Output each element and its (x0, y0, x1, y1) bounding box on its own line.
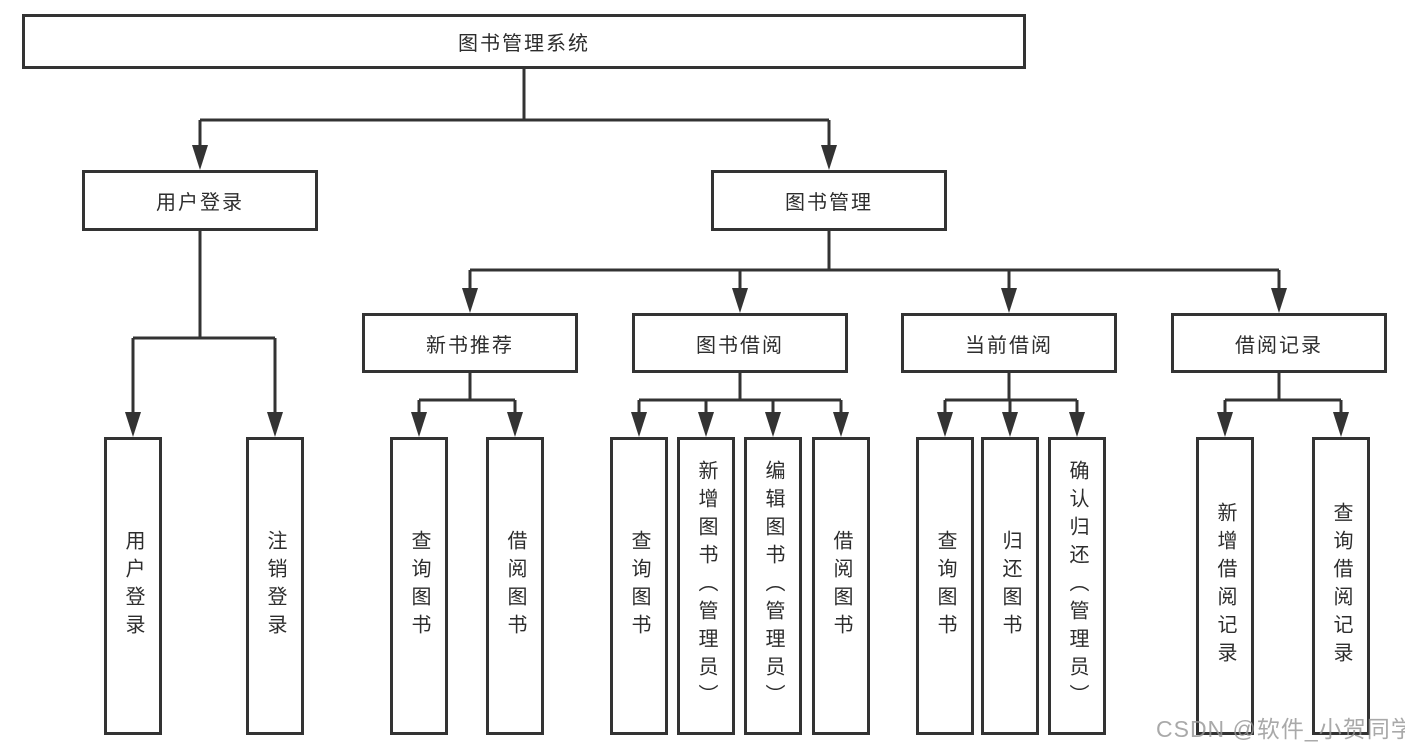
node-label: 图书管理 (785, 192, 873, 214)
node-book-management: 图书管理 (711, 170, 947, 231)
node-label: 确认归还（管理员） (1066, 460, 1088, 712)
node-label: 用户登录 (122, 530, 144, 642)
csdn-watermark: CSDN @软件_小贺同学 (1156, 716, 1405, 742)
node-label: 借阅图书 (504, 530, 526, 642)
node-label: 新书推荐 (426, 334, 514, 357)
node-label: 归还图书 (999, 530, 1021, 642)
node-label: 新增借阅记录 (1214, 502, 1236, 670)
node-label: 编辑图书（管理员） (762, 460, 784, 712)
node-label: 图书管理系统 (458, 33, 590, 55)
node-leaf-borrow-books-1: 借阅图书 (486, 437, 544, 735)
node-leaf-confirm-return-admin: 确认归还（管理员） (1048, 437, 1106, 735)
node-book-borrowing: 图书借阅 (632, 313, 848, 373)
node-leaf-add-borrow-record: 新增借阅记录 (1196, 437, 1254, 735)
node-label: 借阅图书 (830, 530, 852, 642)
node-label: 查询借阅记录 (1330, 502, 1352, 670)
node-leaf-query-books-3: 查询图书 (916, 437, 974, 735)
node-label: 查询图书 (408, 530, 430, 642)
node-leaf-edit-books-admin: 编辑图书（管理员） (744, 437, 802, 735)
node-label: 当前借阅 (965, 334, 1053, 357)
node-label: 查询图书 (934, 530, 956, 642)
node-leaf-query-books-2: 查询图书 (610, 437, 668, 735)
node-borrowing-records: 借阅记录 (1171, 313, 1387, 373)
node-leaf-add-books-admin: 新增图书（管理员） (677, 437, 735, 735)
node-user-login: 用户登录 (82, 170, 318, 231)
node-label: 注销登录 (264, 530, 286, 642)
node-label: 用户登录 (156, 192, 244, 214)
node-label: 图书借阅 (696, 334, 784, 357)
node-current-borrowing: 当前借阅 (901, 313, 1117, 373)
node-new-book-recommend: 新书推荐 (362, 313, 578, 373)
node-label: 查询图书 (628, 530, 650, 642)
node-leaf-query-books-1: 查询图书 (390, 437, 448, 735)
node-leaf-borrow-books-2: 借阅图书 (812, 437, 870, 735)
node-leaf-query-borrow-record: 查询借阅记录 (1312, 437, 1370, 735)
node-label: 新增图书（管理员） (695, 460, 717, 712)
node-leaf-logout: 注销登录 (246, 437, 304, 735)
node-leaf-return-books: 归还图书 (981, 437, 1039, 735)
node-library-management-system: 图书管理系统 (22, 14, 1026, 69)
node-label: 借阅记录 (1235, 334, 1323, 357)
node-leaf-user-login: 用户登录 (104, 437, 162, 735)
